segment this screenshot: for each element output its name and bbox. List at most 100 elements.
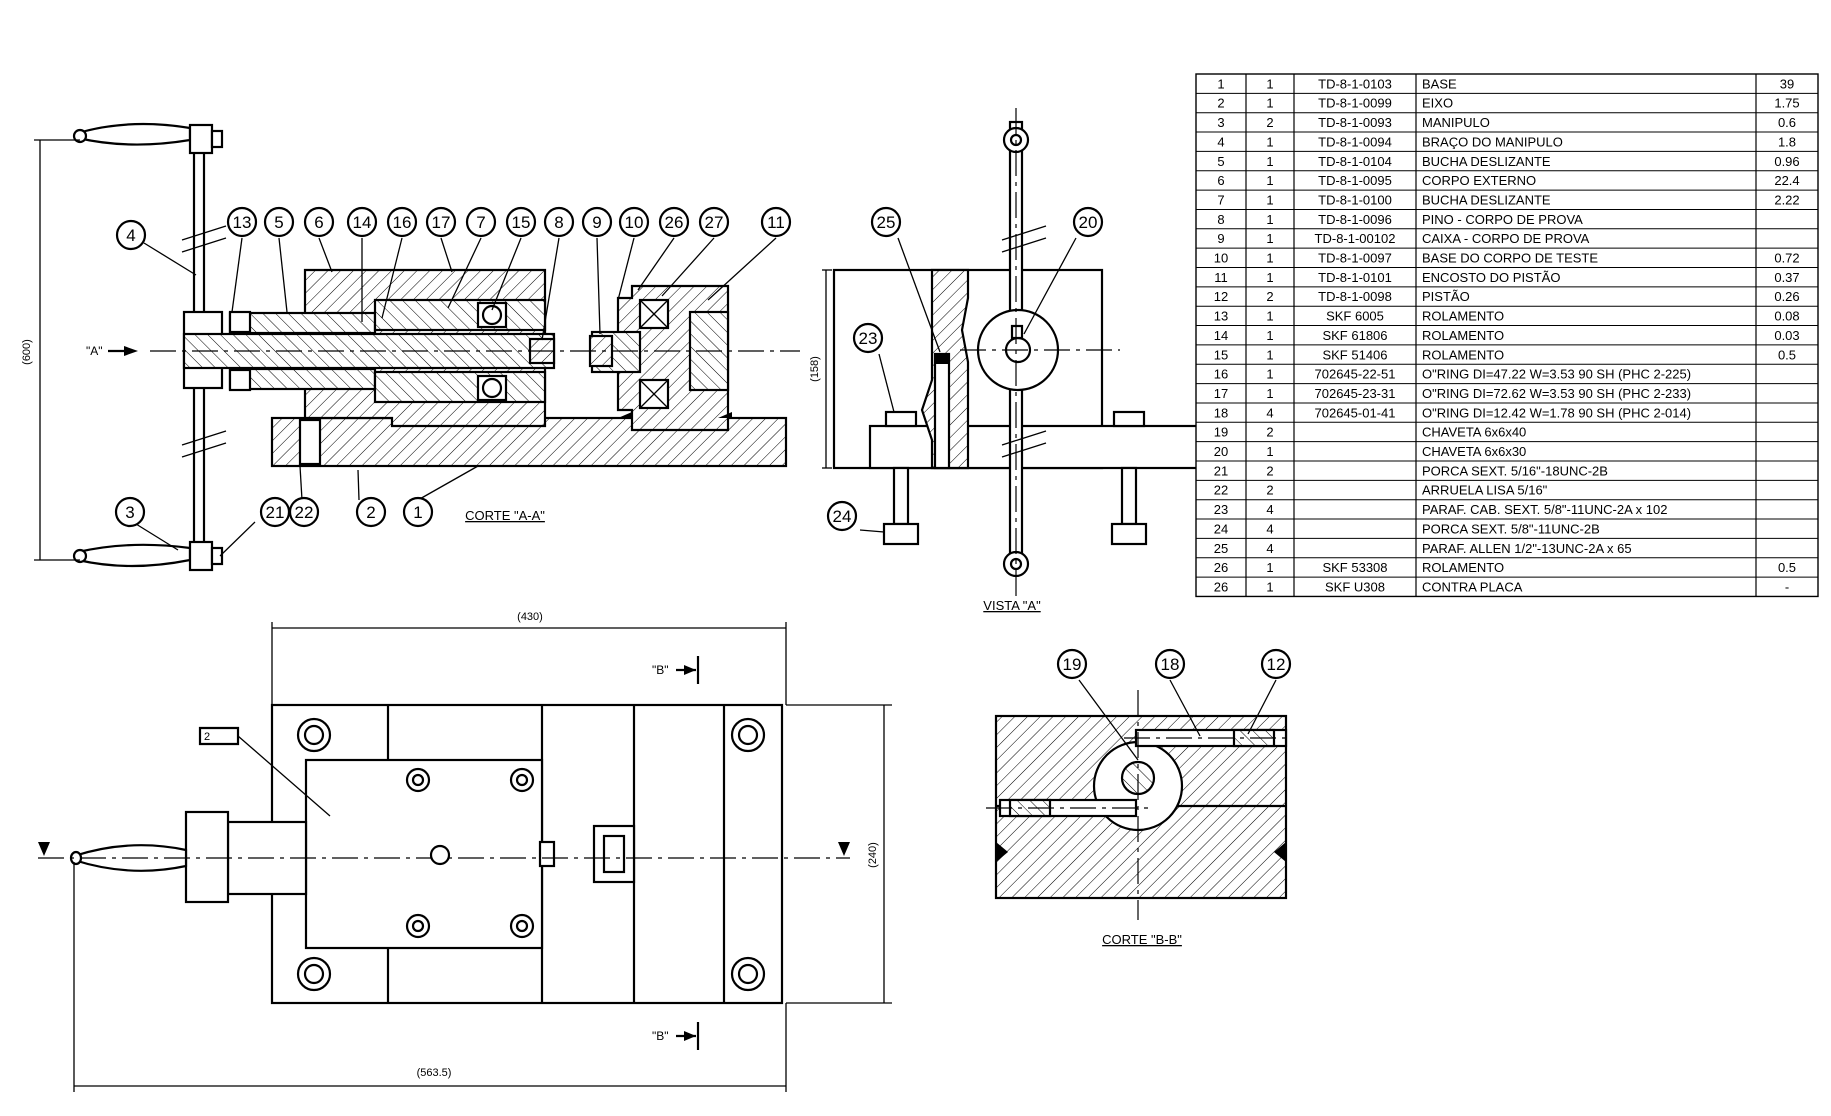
dim-430: (430): [517, 611, 543, 623]
bom-cell: 21: [1214, 463, 1228, 478]
balloon-5: 5: [274, 213, 283, 232]
section-bb-view: CORTE "B-B" 19 18 12: [986, 648, 1292, 947]
bom-cell: 1: [1266, 154, 1273, 169]
bom-cell: 2: [1266, 289, 1273, 304]
balloon-12: 12: [1267, 655, 1286, 674]
bom-cell: EIXO: [1422, 96, 1453, 111]
bom-cell: TD-8-1-0104: [1318, 154, 1392, 169]
leader-lines-aa: [135, 237, 777, 557]
bom-cell: ROLAMENTO: [1422, 347, 1504, 362]
bom-cell: BRAÇO DO MANIPULO: [1422, 134, 1563, 149]
section-bb-title: CORTE "B-B": [1102, 932, 1182, 947]
bom-cell: O"RING DI=72.62 W=3.53 90 SH (PHC 2-233): [1422, 386, 1691, 401]
balloon-15: 15: [512, 213, 531, 232]
bom-cell: 8: [1217, 212, 1224, 227]
balloon-13: 13: [233, 213, 252, 232]
bom-cell: 0.5: [1778, 347, 1796, 362]
balloon-23: 23: [859, 329, 878, 348]
bom-cell: 1: [1266, 251, 1273, 266]
section-marker-b-bottom: "B": [652, 1029, 669, 1043]
bom-cell: TD-8-1-0093: [1318, 115, 1392, 130]
balloon-14: 14: [353, 213, 372, 232]
top-handle: [76, 122, 192, 146]
bom-cell: 1: [1266, 270, 1273, 285]
bom-cell: 10: [1214, 251, 1228, 266]
section-aa-title: CORTE "A-A": [465, 508, 545, 523]
bom-cell: 0.37: [1774, 270, 1799, 285]
bolt-holes: [296, 717, 766, 992]
balloon-19: 19: [1063, 655, 1082, 674]
balloon-1: 1: [413, 503, 422, 522]
balloon-4: 4: [126, 226, 135, 245]
bom-cell: CHAVETA 6x6x30: [1422, 444, 1526, 459]
bom-cell: TD-8-1-0095: [1318, 173, 1392, 188]
bom-cell: 4: [1266, 502, 1273, 517]
balloon-26: 26: [665, 213, 684, 232]
bom-cell: ARRUELA LISA 5/16": [1422, 483, 1548, 498]
bom-cell: TD-8-1-0098: [1318, 289, 1392, 304]
bom-cell: 702645-23-31: [1315, 386, 1396, 401]
bom-cell: PARAF. CAB. SEXT. 5/8"-11UNC-2A x 102: [1422, 502, 1667, 517]
balloon-8: 8: [554, 213, 563, 232]
bom-cell: 702645-22-51: [1315, 367, 1396, 382]
bom-cell: CONTRA PLACA: [1422, 579, 1523, 594]
bom-cell: 22.4: [1774, 173, 1799, 188]
bom-cell: 1: [1266, 347, 1273, 362]
bom-cell: PISTÃO: [1422, 289, 1470, 304]
bom-cell: 3: [1217, 115, 1224, 130]
bom-cell: 4: [1266, 405, 1273, 420]
bom-cell: TD-8-1-0099: [1318, 96, 1392, 111]
bom-cell: 4: [1217, 134, 1224, 149]
view-a: (158) VISTA "A" 25 20 23 24: [809, 108, 1220, 613]
bom-cell: 2: [1266, 115, 1273, 130]
bom-cell: 1: [1266, 134, 1273, 149]
balloons-aa: 4 13 5 6 14 16 17 7 15 8 9 10 26 27 11 3…: [114, 206, 792, 528]
bom-cell: 26: [1214, 560, 1228, 575]
bom-cell: PINO - CORPO DE PROVA: [1422, 212, 1583, 227]
balloon-6: 6: [314, 213, 323, 232]
bom-cell: TD-8-1-0097: [1318, 251, 1392, 266]
bom-cell: 4: [1266, 541, 1273, 556]
bom-cell: MANIPULO: [1422, 115, 1490, 130]
section-marker-b-top: "B": [652, 663, 669, 677]
bom-cell: 39: [1780, 76, 1794, 91]
bom-cell: 20: [1214, 444, 1228, 459]
balloon-3: 3: [125, 503, 134, 522]
balloon-10: 10: [625, 213, 644, 232]
dim-600: (600): [21, 339, 33, 365]
bom-cell: TD-8-1-0100: [1318, 192, 1392, 207]
bom-cell: -: [1785, 579, 1789, 594]
bom-cell: 14: [1214, 328, 1228, 343]
view-a-title: VISTA "A": [983, 598, 1041, 613]
bom-cell: 11: [1214, 270, 1228, 285]
bom-cell: 2: [1266, 483, 1273, 498]
bom-cell: 1: [1217, 76, 1224, 91]
dim-563: (563.5): [417, 1067, 452, 1079]
bom-cell: 702645-01-41: [1315, 405, 1396, 420]
bom-cell: TD-8-1-0096: [1318, 212, 1392, 227]
bom-cell: SKF U308: [1325, 579, 1385, 594]
bom-cell: BUCHA DESLIZANTE: [1422, 192, 1551, 207]
bom-cell: 1: [1266, 579, 1273, 594]
plan-view: 2 (430) (240) (563.5) "B" "B": [38, 611, 892, 1092]
bom-cell: 1: [1266, 386, 1273, 401]
bom-cell: 1: [1266, 328, 1273, 343]
bom-cell: 1: [1266, 192, 1273, 207]
bom-cell: BASE DO CORPO DE TESTE: [1422, 251, 1598, 266]
bom-cell: TD-8-1-0103: [1318, 76, 1392, 91]
balloon-11: 11: [767, 213, 785, 232]
bom-cell: 0.96: [1774, 154, 1799, 169]
